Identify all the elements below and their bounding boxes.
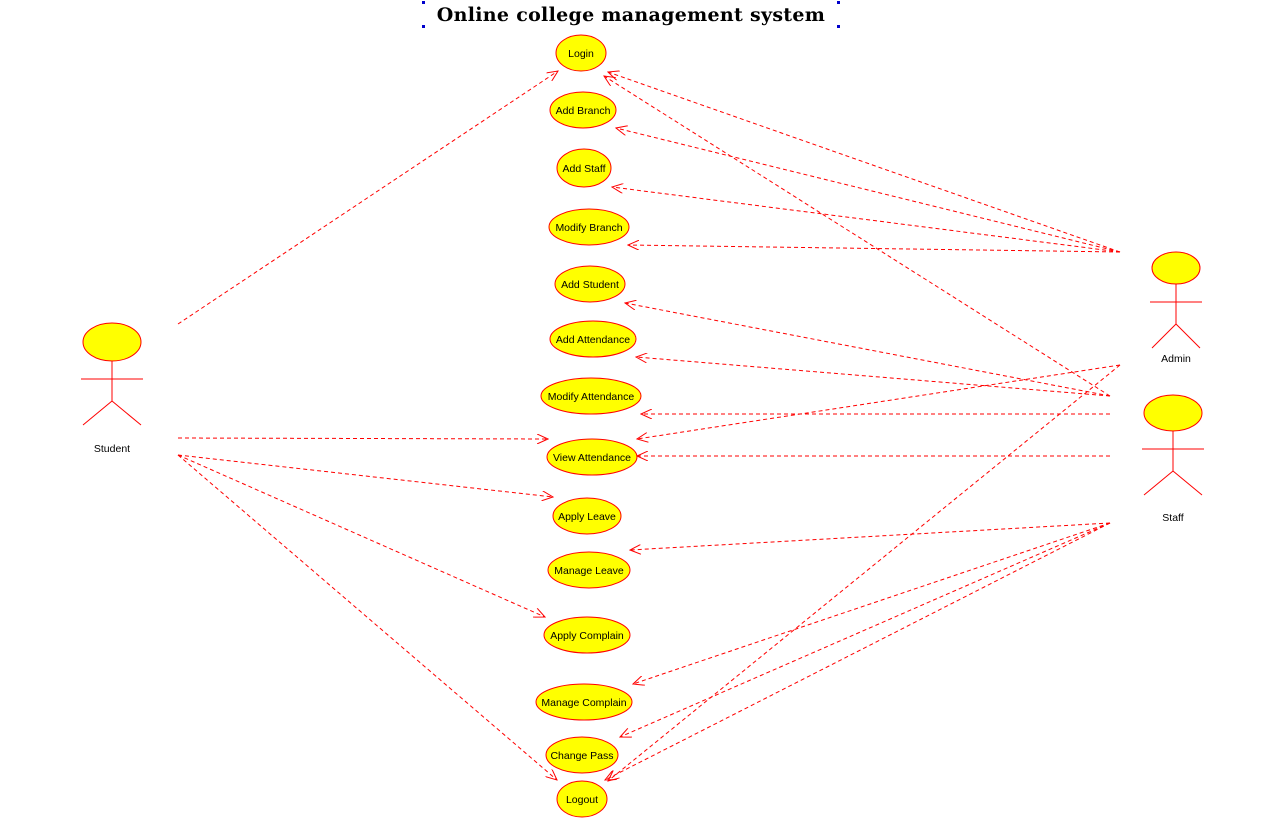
use-case-manage-leave[interactable]: Manage Leave (547, 551, 631, 589)
use-case-label: Change Pass (550, 750, 613, 762)
selection-handle (837, 25, 840, 28)
association-student-to-apply-leave (177, 454, 553, 497)
association-staff-to-login (604, 76, 1111, 397)
use-case-label: Add Attendance (556, 334, 630, 346)
association-staff-to-add-attendance (636, 357, 1111, 397)
use-case-ellipse (554, 265, 626, 303)
actor-right-leg (111, 400, 142, 426)
association-admin-to-logout (608, 364, 1121, 781)
actor-right-leg (1172, 470, 1203, 496)
actor-label: Student (94, 443, 130, 455)
use-case-label: Manage Leave (554, 565, 624, 577)
association-admin-to-view-attendance (637, 364, 1121, 439)
actor-head-icon (1151, 251, 1201, 285)
association-admin-to-add-staff (612, 187, 1121, 253)
selection-handle (837, 1, 840, 4)
use-case-ellipse (546, 438, 638, 476)
selection-handle (422, 25, 425, 28)
use-case-label: Logout (566, 794, 598, 806)
use-case-view-attendance[interactable]: View Attendance (546, 438, 638, 476)
association-student-to-login (177, 71, 558, 325)
use-case-change-pass[interactable]: Change Pass (545, 736, 619, 774)
use-case-label: Add Student (561, 279, 619, 291)
association-admin-to-modify-branch (628, 245, 1121, 253)
use-case-ellipse (555, 34, 607, 72)
use-case-login[interactable]: Login (555, 34, 607, 72)
use-case-label: Apply Complain (550, 630, 624, 642)
actor-left-leg (82, 400, 113, 426)
association-staff-to-logout (605, 522, 1111, 780)
association-staff-to-manage-leave (630, 522, 1111, 550)
actor-head-icon (1143, 394, 1203, 432)
use-case-label: Login (568, 48, 594, 60)
actor-left-leg (1143, 470, 1174, 496)
use-case-ellipse (545, 736, 619, 774)
use-case-apply-leave[interactable]: Apply Leave (552, 497, 622, 535)
use-case-apply-complain[interactable]: Apply Complain (543, 616, 631, 654)
association-admin-to-add-branch (616, 128, 1121, 253)
use-case-add-student[interactable]: Add Student (554, 265, 626, 303)
use-case-ellipse (540, 377, 642, 415)
use-case-label: Modify Attendance (548, 391, 635, 403)
use-case-add-staff[interactable]: Add Staff (556, 148, 612, 188)
use-case-ellipse (549, 320, 637, 358)
use-case-add-attendance[interactable]: Add Attendance (549, 320, 637, 358)
use-case-label: Manage Complain (541, 697, 626, 709)
association-student-to-logout (177, 454, 557, 780)
selection-handle (422, 1, 425, 4)
use-case-modify-attendance[interactable]: Modify Attendance (540, 377, 642, 415)
actor-student[interactable]: Student (81, 322, 143, 455)
use-case-label: Add Staff (562, 163, 605, 175)
use-case-logout[interactable]: Logout (556, 780, 608, 818)
use-case-ellipse (547, 551, 631, 589)
use-case-label: Add Branch (556, 105, 611, 117)
association-staff-to-manage-complain (633, 522, 1111, 684)
use-case-manage-complain[interactable]: Manage Complain (535, 683, 633, 721)
association-student-to-view-attendance (177, 438, 548, 439)
use-case-ellipse (552, 497, 622, 535)
use-case-ellipse (548, 208, 630, 246)
use-case-add-branch[interactable]: Add Branch (549, 91, 617, 129)
actor-right-leg (1175, 323, 1201, 349)
use-case-ellipse (535, 683, 633, 721)
association-staff-to-change-pass (620, 522, 1111, 737)
association-staff-to-add-student (625, 303, 1111, 397)
actor-left-leg (1151, 323, 1177, 349)
use-case-label: Modify Branch (555, 222, 622, 234)
use-case-ellipse (556, 148, 612, 188)
use-case-ellipse (543, 616, 631, 654)
actor-admin[interactable]: Admin (1150, 251, 1202, 365)
use-case-label: View Attendance (553, 452, 631, 464)
actor-staff[interactable]: Staff (1142, 394, 1204, 524)
actor-label: Staff (1162, 512, 1183, 524)
diagram-title: Online college management system (436, 4, 826, 26)
actor-head-icon (82, 322, 142, 362)
use-case-ellipse (549, 91, 617, 129)
association-student-to-apply-complain (177, 454, 545, 617)
association-admin-to-login (608, 72, 1121, 253)
use-case-ellipse (556, 780, 608, 818)
actor-label: Admin (1161, 353, 1191, 365)
use-case-label: Apply Leave (558, 511, 616, 523)
use-case-modify-branch[interactable]: Modify Branch (548, 208, 630, 246)
